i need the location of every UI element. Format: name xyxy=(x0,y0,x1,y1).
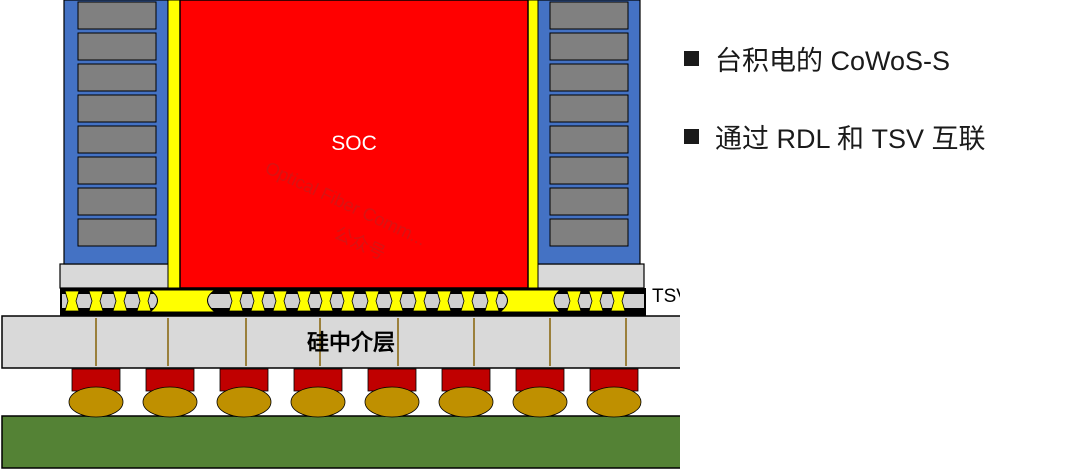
hbm-memory-layer xyxy=(549,187,629,216)
solder-ball xyxy=(512,386,568,418)
microbump xyxy=(272,290,288,312)
hbm-memory-layer xyxy=(549,32,629,61)
microbump xyxy=(610,290,626,312)
hbm-memory-layer xyxy=(549,94,629,123)
hbm-stack-left xyxy=(59,0,173,289)
microbump xyxy=(64,290,80,312)
bullet-text: 台积电的 CoWoS-S xyxy=(715,45,951,76)
microbump xyxy=(566,290,582,312)
hbm-memory-layer xyxy=(549,156,629,185)
tsv-label: TSV xyxy=(652,286,680,307)
microbump xyxy=(460,290,476,312)
bullet-square-icon xyxy=(684,50,699,66)
hbm-memory-layer xyxy=(77,125,157,154)
hbm-memory-layer xyxy=(549,1,629,30)
c4-bump-row xyxy=(68,368,642,418)
hbm-memory-layer xyxy=(77,187,157,216)
hbm-memory-layer xyxy=(77,32,157,61)
bullet-text: 通过 RDL 和 TSV 互联 xyxy=(715,123,986,154)
hbm-memory-layer xyxy=(77,218,157,247)
hbm-memory-layer xyxy=(77,94,157,123)
microbump xyxy=(112,290,128,312)
microbump xyxy=(340,290,356,312)
hbm-memory-layer xyxy=(77,1,157,30)
bullet-item: 台积电的 CoWoS-S xyxy=(684,38,1074,78)
hbm-base-die-right xyxy=(533,263,645,289)
microbump xyxy=(318,290,334,312)
hbm-memory-layer xyxy=(77,63,157,92)
microbump xyxy=(436,290,452,312)
microbump-row xyxy=(64,290,626,312)
tsv-via-lines xyxy=(95,318,627,366)
soc-underfill-right xyxy=(527,0,539,289)
soc-label: SOC xyxy=(331,132,377,155)
bullet-item: 通过 RDL 和 TSV 互联 xyxy=(684,116,1074,156)
microbump xyxy=(364,290,380,312)
hbm-stack-right xyxy=(533,0,645,289)
soc-die xyxy=(179,0,529,289)
underfill-fillet-left xyxy=(148,289,217,313)
soc-underfill-left xyxy=(167,0,181,289)
microbump xyxy=(228,290,244,312)
silicon-interposer xyxy=(1,315,680,369)
hbm-memory-layer xyxy=(549,125,629,154)
cowos-cross-section-diagram: 硅中介层 SOC TSV Optical Fiber Comm... 公众号 xyxy=(1,0,680,469)
microbump xyxy=(296,290,312,312)
package-substrate xyxy=(1,415,680,469)
solder-ball xyxy=(438,386,494,418)
bullet-list: 台积电的 CoWoS-S 通过 RDL 和 TSV 互联 xyxy=(684,38,1074,194)
microbump xyxy=(588,290,604,312)
microbump xyxy=(388,290,404,312)
solder-ball xyxy=(290,386,346,418)
microbump xyxy=(88,290,104,312)
hbm-base-die-left xyxy=(59,263,173,289)
interposer-label: 硅中介层 xyxy=(307,330,395,355)
hbm-memory-layer xyxy=(549,218,629,247)
microbump xyxy=(250,290,266,312)
solder-ball xyxy=(364,386,420,418)
underfill-fillet-right xyxy=(498,289,562,313)
hbm-memory-layer xyxy=(549,63,629,92)
solder-ball xyxy=(586,386,642,418)
microbump xyxy=(412,290,428,312)
bullet-square-icon xyxy=(684,128,699,144)
solder-ball xyxy=(68,386,124,418)
solder-ball xyxy=(216,386,272,418)
solder-ball xyxy=(142,386,198,418)
hbm-memory-layer xyxy=(77,156,157,185)
microbump xyxy=(484,290,500,312)
